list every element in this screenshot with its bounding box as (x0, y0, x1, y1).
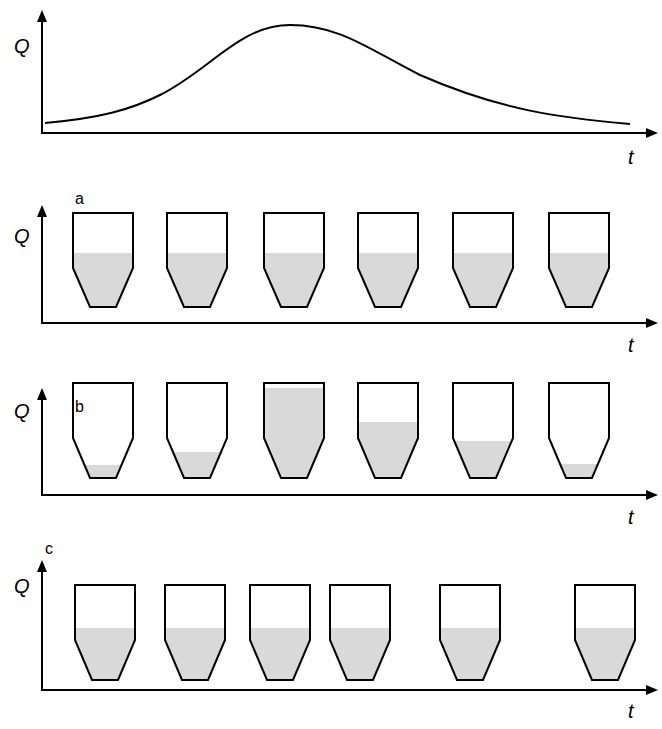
y-axis (41, 568, 43, 690)
tank-outline (575, 585, 635, 680)
tank-fill (165, 628, 225, 680)
x-axis (41, 494, 648, 496)
axis-label: t (628, 506, 634, 528)
tank-fill (575, 628, 635, 680)
tank-fill (330, 628, 390, 680)
tank-fill (250, 628, 310, 680)
panel-letter: a (75, 190, 84, 208)
y-axis (41, 213, 43, 323)
axis-label: Q (14, 225, 30, 247)
tank-fill (75, 628, 135, 680)
panel-letter: c (45, 540, 53, 558)
axis-arrowhead (646, 490, 658, 500)
axis-arrowhead (646, 318, 658, 328)
axis-label: t (628, 700, 634, 722)
tank-outline (167, 213, 227, 307)
axis-arrowhead (37, 10, 47, 22)
flow-curve (45, 25, 630, 124)
tank-outline (167, 383, 227, 478)
panel-letter: b (75, 398, 84, 416)
tank-outline (453, 383, 513, 478)
tank-fill (264, 253, 324, 307)
axis-label: Q (14, 400, 30, 422)
axis-label: Q (14, 35, 30, 57)
tank-fill (440, 628, 500, 680)
tank-outline (330, 585, 390, 680)
tank-outline (75, 585, 135, 680)
y-axis (41, 396, 43, 495)
tank-outline (549, 383, 609, 478)
tank-fill (358, 422, 418, 478)
axis-label: t (628, 146, 634, 168)
tank-outline (440, 585, 500, 680)
tank-outline (358, 383, 418, 478)
tank-outline (264, 213, 324, 307)
axis-arrowhead (37, 560, 47, 572)
axis-label: t (628, 334, 634, 356)
tank-outline (358, 213, 418, 307)
y-axis (41, 18, 43, 133)
tank-outline (549, 213, 609, 307)
axis-arrowhead (646, 128, 658, 138)
tank-fill (264, 388, 324, 478)
axis-arrowhead (37, 205, 47, 217)
axis-label: Q (14, 575, 30, 597)
tank-fill (73, 253, 133, 307)
tank-outline (264, 383, 324, 478)
tank-fill (453, 253, 513, 307)
axis-arrowhead (646, 685, 658, 695)
x-axis (41, 689, 648, 691)
tank-outline (73, 383, 133, 478)
x-axis (41, 322, 648, 324)
tank-outline (453, 213, 513, 307)
tank-fill (167, 253, 227, 307)
tank-fill (358, 253, 418, 307)
tank-outline (73, 213, 133, 307)
tank-fill (549, 253, 609, 307)
x-axis (41, 132, 648, 134)
axis-arrowhead (37, 388, 47, 400)
tank-outline (165, 585, 225, 680)
tank-fill (173, 452, 221, 478)
tank-outline (250, 585, 310, 680)
